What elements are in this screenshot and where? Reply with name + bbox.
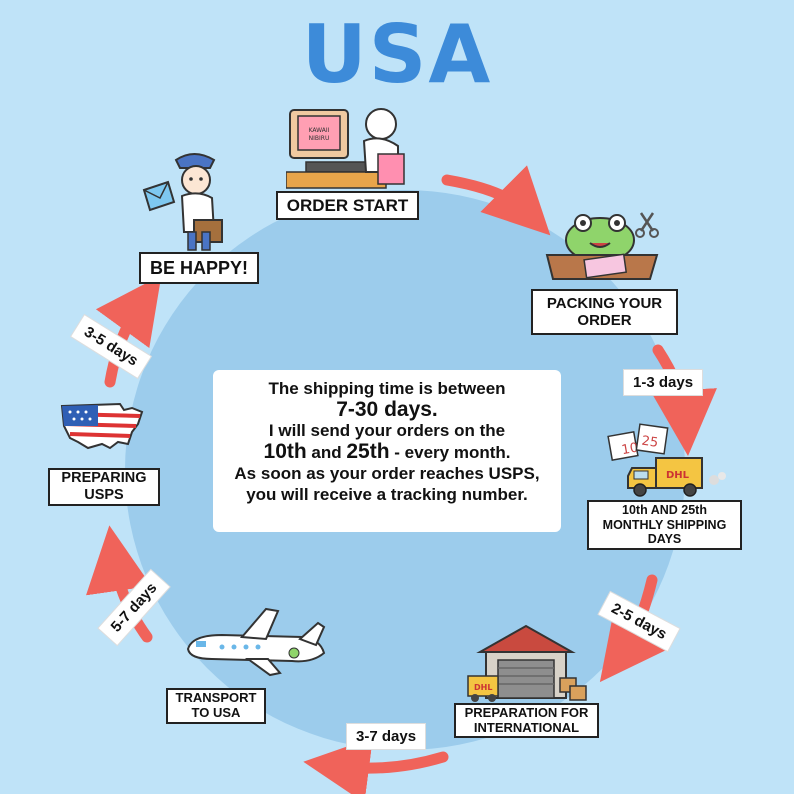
info-every-month: - every month. [389,443,511,462]
step-preparing-usps: PREPARING USPS [48,468,160,506]
computer-user-illustration: KAWAII NIBIRU [286,108,405,189]
step-transport-to-usa: TRANSPORT TO USA [166,688,266,724]
info-line-1: The shipping time is between [268,379,506,398]
info-and: and [306,443,347,462]
warehouse-illustration: DHL [467,624,587,702]
info-date-10th: 10th [263,440,307,463]
duration-tag-3: 3-7 days [347,724,426,749]
calendar-day-a: 10 [621,441,640,459]
step-order-start: ORDER START [276,191,419,220]
truck-brand-text: DHL [666,470,690,481]
frog-packing-illustration [545,212,659,280]
calendar-truck-illustration: 10 25 DHL [607,423,726,497]
info-date-25th: 25th [346,440,390,463]
step-be-happy: BE HAPPY! [139,252,259,284]
step-packing-order: PACKING YOUR ORDER [531,289,678,335]
warehouse-truck-brand-text: DHL [474,683,492,692]
step-monthly-shipping-days: 10th AND 25th MONTHLY SHIPPING DAYS [587,500,742,550]
info-line-2: 7-30 days. [336,398,438,421]
duration-tag-1: 1-3 days [624,370,703,395]
info-line-6: you will receive a tracking number. [246,485,528,504]
page-title: USA [301,8,493,101]
airplane-illustration [186,607,326,677]
arrow-order-to-packing [441,165,551,236]
usa-flag-map-illustration [60,402,144,450]
info-line-3: I will send your orders on the [268,421,506,440]
mail-carrier-illustration [142,153,223,251]
step-preparation-international: PREPARATION FOR INTERNATIONAL [454,703,599,738]
info-line-5: As soon as your order reaches USPS, [234,464,540,483]
svg-text:NIBIRU: NIBIRU [309,135,330,142]
info-line-4: 10th and 25th - every month. [213,441,561,463]
arrow-preparation-to-transport [303,737,449,794]
monitor-text: KAWAII [309,127,330,134]
shipping-info-box: The shipping time is between 7-30 days. … [213,370,561,532]
calendar-day-b: 25 [641,434,659,451]
